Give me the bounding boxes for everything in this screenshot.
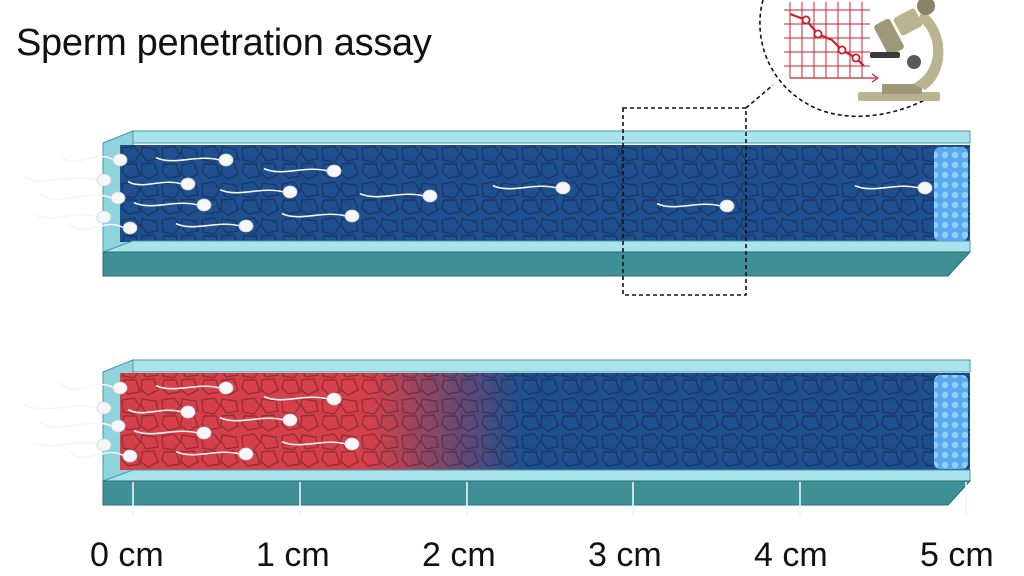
- sperm-icon: [33, 438, 112, 452]
- sperm-icon: [219, 413, 298, 427]
- diagram-title: Sperm penetration assay: [16, 22, 432, 64]
- focus-region-box: [622, 107, 747, 296]
- sperm-icon: [492, 181, 571, 195]
- sperm-icon: [39, 419, 126, 433]
- sperm-icon: [175, 219, 254, 233]
- sperm-icon: [281, 437, 360, 451]
- sperm-icon: [39, 191, 126, 205]
- tick-label-0cm: 0 cm: [90, 536, 164, 574]
- sperm-icon: [854, 181, 933, 195]
- sperm-icon: [263, 392, 342, 406]
- graph-icon: [784, 2, 880, 83]
- sperm-icon: [127, 177, 196, 191]
- channel-bottom: [102, 359, 972, 507]
- sperm-icon: [59, 381, 128, 395]
- channel-top: [102, 130, 972, 278]
- tick-label-1cm: 1 cm: [256, 536, 330, 574]
- sperm-icon: [359, 189, 438, 203]
- sperm-icon: [127, 405, 196, 419]
- egg-reservoir-bottom: [934, 375, 968, 469]
- sperm-icon: [219, 185, 298, 199]
- distance-axis: [132, 482, 967, 516]
- microscope-icon: [858, 0, 944, 101]
- sperm-icon: [175, 447, 254, 461]
- tick-label-5cm: 5 cm: [920, 536, 994, 574]
- tick-label-2cm: 2 cm: [422, 536, 496, 574]
- tick-label-3cm: 3 cm: [588, 536, 662, 574]
- sperm-icon: [133, 198, 212, 212]
- sperm-icon: [33, 210, 112, 224]
- magnify-callout: [759, 0, 944, 118]
- tick-label-4cm: 4 cm: [754, 536, 828, 574]
- egg-reservoir-top: [934, 147, 968, 241]
- sperm-icon: [155, 153, 234, 167]
- sperm-icon: [155, 381, 234, 395]
- sperm-icon: [23, 401, 112, 415]
- sperm-icon: [69, 449, 138, 463]
- sperm-layer: [23, 153, 933, 463]
- sperm-icon: [59, 153, 128, 167]
- sperm-icon: [23, 173, 112, 187]
- sperm-icon: [656, 199, 735, 213]
- sperm-icon: [133, 426, 212, 440]
- sperm-icon: [263, 164, 342, 178]
- callout-connector: [745, 84, 774, 109]
- sperm-icon: [69, 221, 138, 235]
- sperm-icon: [281, 209, 360, 223]
